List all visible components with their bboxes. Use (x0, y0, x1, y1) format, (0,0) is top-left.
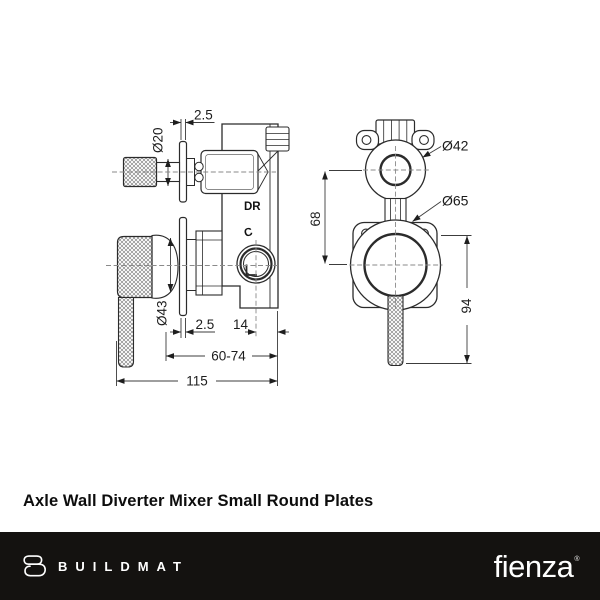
dim-centre-spacing: 68 (308, 211, 323, 226)
bottom-wall-flange (178, 216, 188, 317)
dim-total-depth: 115 (186, 374, 208, 389)
buildmat-wordmark: BUILDMAT (58, 558, 189, 574)
dim-top-plate-diameter: Ø42 (442, 138, 469, 154)
dim-outlet-offset: 14 (233, 317, 249, 332)
port-label-c: C (243, 226, 254, 240)
front-view-dimensions: Ø42 Ø65 68 94 (308, 138, 474, 364)
centerlines (106, 146, 443, 338)
dim-depth-range: 60-74 (211, 349, 246, 364)
buildmat-b-icon (23, 555, 46, 577)
footer-brand-bar: BUILDMAT fienza® (0, 532, 600, 600)
fienza-wordmark: fienza (493, 548, 574, 584)
buildmat-logo: BUILDMAT (22, 554, 189, 578)
dim-handle-length: 94 (459, 298, 474, 314)
side-view: DR C (116, 123, 290, 368)
dim-plate-offset-bottom: 2.5 (196, 317, 215, 332)
technical-drawing: DR C 2.5 Ø20 Ø43 2.5 14 (106, 108, 474, 389)
dim-handle-base-diameter: Ø43 (155, 300, 170, 326)
mixer-cartridge (186, 230, 223, 296)
dim-bottom-plate-diameter: Ø65 (442, 193, 469, 209)
mixer-lever (387, 295, 404, 367)
product-title: Axle Wall Diverter Mixer Small Round Pla… (23, 492, 374, 510)
fienza-logo: fienza® (493, 548, 580, 584)
side-view-dimensions: 2.5 Ø20 Ø43 2.5 14 60-74 115 (116, 108, 289, 389)
dim-plate-offset-top: 2.5 (194, 108, 213, 123)
registered-trademark-mark: ® (574, 555, 579, 563)
port-label-dr: DR (244, 201, 261, 213)
mixer-handle (116, 234, 179, 368)
dim-knob-diameter: Ø20 (151, 127, 166, 153)
